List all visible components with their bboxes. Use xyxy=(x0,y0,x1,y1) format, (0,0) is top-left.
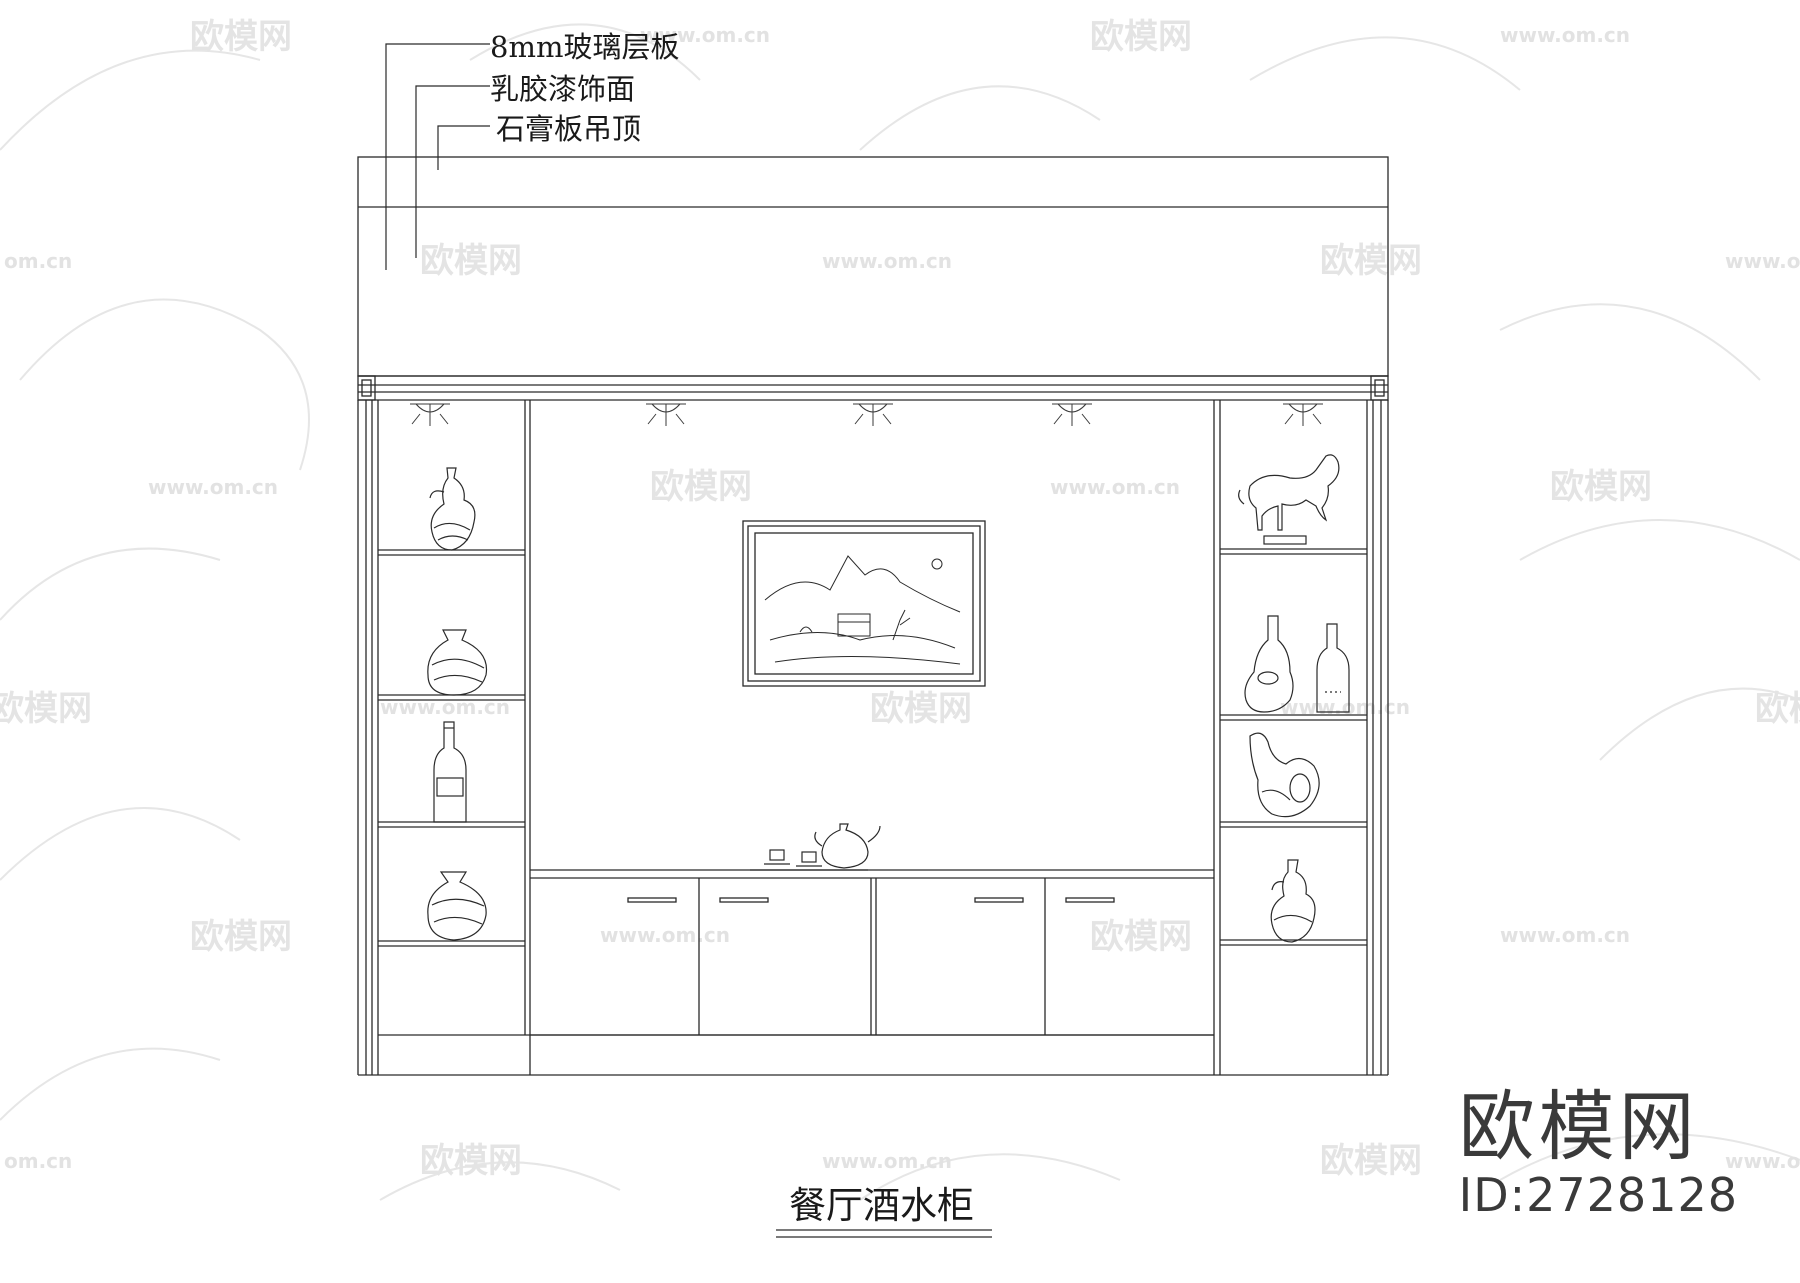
watermark-logo: 欧模网 xyxy=(1550,467,1652,507)
watermark-logo: 欧模网 xyxy=(870,689,972,729)
watermark-url: www.om.cn xyxy=(1725,249,1800,273)
watermark-url: www.om.cn xyxy=(148,475,278,499)
watermark-url: www.om.cn xyxy=(1725,1149,1800,1173)
watermark-url: www.om.cn xyxy=(822,249,952,273)
watermark-url: om.cn xyxy=(4,249,72,273)
downlight-icon xyxy=(410,403,450,426)
model-id: ID:2728128 xyxy=(1458,1168,1738,1222)
watermark-logo: 欧模网 xyxy=(650,467,752,507)
watermark-arcs xyxy=(0,23,1800,1201)
cabinet-elevation xyxy=(357,156,1389,1076)
watermark-url: www.om.cn xyxy=(1050,475,1180,499)
wall-painting xyxy=(742,520,986,687)
watermark-logo: 欧模网 xyxy=(1755,689,1800,729)
watermark-url: www.om.cn xyxy=(1500,923,1630,947)
watermark-logo: 欧模网 xyxy=(420,241,522,281)
door-handle xyxy=(627,897,677,903)
door-handle xyxy=(1065,897,1115,903)
watermark-url: www.om.cn xyxy=(380,695,510,719)
annotation-gypsum-ceiling: 石膏板吊顶 xyxy=(496,112,641,146)
annotation-latex-paint: 乳胶漆饰面 xyxy=(490,72,635,106)
watermark-url: www.om.cn xyxy=(1500,23,1630,47)
watermark-logo: 欧模网 xyxy=(1320,1141,1422,1181)
tea-set-icon xyxy=(750,823,881,871)
watermark-url: www.om.cn xyxy=(822,1149,952,1173)
round-vase-icon xyxy=(427,871,487,941)
drawing-title-group: 餐厅酒水柜 xyxy=(776,1184,992,1238)
door-handle xyxy=(719,897,769,903)
watermark-url: www.om.cn xyxy=(600,923,730,947)
watermark-logo: 欧模网 xyxy=(420,1141,522,1181)
leader-lines xyxy=(385,43,490,270)
watermark-url: www.om.cn xyxy=(640,23,770,47)
downlight-icon xyxy=(1052,403,1092,426)
watermark-logo: 欧模网 xyxy=(1090,917,1192,957)
watermark-logo: 欧模网 xyxy=(1090,17,1192,57)
watermark-logo: 欧模网 xyxy=(190,917,292,957)
horse-sculpture-icon xyxy=(1238,454,1340,545)
watermark-url: om.cn xyxy=(4,1149,72,1173)
downlight-icon xyxy=(646,403,686,426)
ewer-vase-icon xyxy=(1270,859,1316,943)
downlights xyxy=(410,403,1323,426)
door-handle xyxy=(974,897,1024,903)
downlight-icon xyxy=(853,403,893,426)
ewer-vase-icon xyxy=(429,467,476,551)
brand-name: 欧模网 xyxy=(1458,1082,1699,1171)
round-vase-icon xyxy=(427,629,488,696)
jug-icon xyxy=(1249,732,1320,818)
annotation-glass-shelf: 8mm玻璃层板 xyxy=(490,30,679,64)
brand-watermark: 欧模网 ID:2728128 xyxy=(1458,1082,1738,1222)
downlight-icon xyxy=(1283,403,1323,426)
watermark-urls: www.om.cn www.om.cn om.cn www.om.cn www.… xyxy=(4,23,1800,1173)
right-shelves xyxy=(1220,548,1367,946)
bottle-icon xyxy=(1244,615,1294,713)
annotations: 8mm玻璃层板 乳胶漆饰面 石膏板吊顶 xyxy=(490,30,679,146)
cornice-block-right xyxy=(1370,375,1389,401)
bottle-icon xyxy=(1316,623,1350,713)
watermark-logo: 欧模网 xyxy=(1320,241,1422,281)
decor-objects xyxy=(427,454,1350,943)
drawing-title: 餐厅酒水柜 xyxy=(789,1184,974,1227)
bottle-icon xyxy=(433,721,467,823)
watermark-logo: 欧模网 xyxy=(0,689,92,729)
watermark-logo: 欧模网 xyxy=(190,17,292,57)
left-shelves xyxy=(378,549,525,947)
watermark-logos: 欧模网 欧模网 欧模网 欧模网 欧模网 欧模网 欧模网 欧模网 欧模网 欧模网 … xyxy=(0,17,1800,1181)
